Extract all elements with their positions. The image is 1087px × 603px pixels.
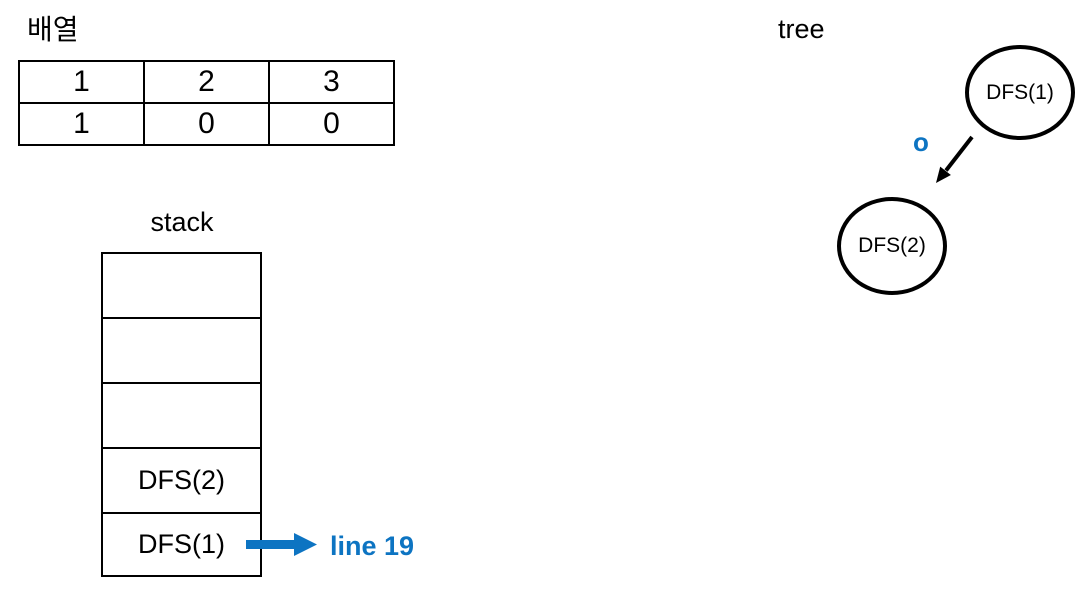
- array-cell: 0: [268, 102, 395, 146]
- array-cell: 1: [18, 102, 145, 146]
- stack-cell: DFS(2): [103, 449, 260, 514]
- stack-diagram: DFS(2) DFS(1): [101, 252, 262, 577]
- array-table-row: 1 0 0: [18, 102, 395, 146]
- array-table-row: 1 2 3: [18, 60, 395, 104]
- array-cell: 2: [143, 60, 270, 104]
- visit-marker: o: [913, 127, 929, 157]
- tree-node-root-label: DFS(1): [986, 80, 1054, 104]
- array-section-title: 배열: [27, 14, 79, 45]
- stack-cell: DFS(1): [138, 529, 225, 559]
- tree-node-child-label: DFS(2): [858, 234, 926, 257]
- tree-edge-arrow-icon: [936, 135, 974, 183]
- array-cell: 1: [18, 60, 145, 104]
- stack-cell: [103, 254, 260, 319]
- tree-node-child: DFS(2): [837, 197, 947, 295]
- array-cell: 0: [143, 102, 270, 146]
- stack-cell: [103, 319, 260, 384]
- array-cell: 3: [268, 60, 395, 104]
- stack-cell: [103, 384, 260, 449]
- stack-section-title: stack: [150, 207, 214, 237]
- tree-node-root: DFS(1): [965, 45, 1075, 140]
- array-table: 1 2 3 1 0 0: [18, 60, 395, 146]
- tree-section-title: tree: [778, 14, 825, 44]
- stack-pointer-label: line 19: [330, 531, 415, 561]
